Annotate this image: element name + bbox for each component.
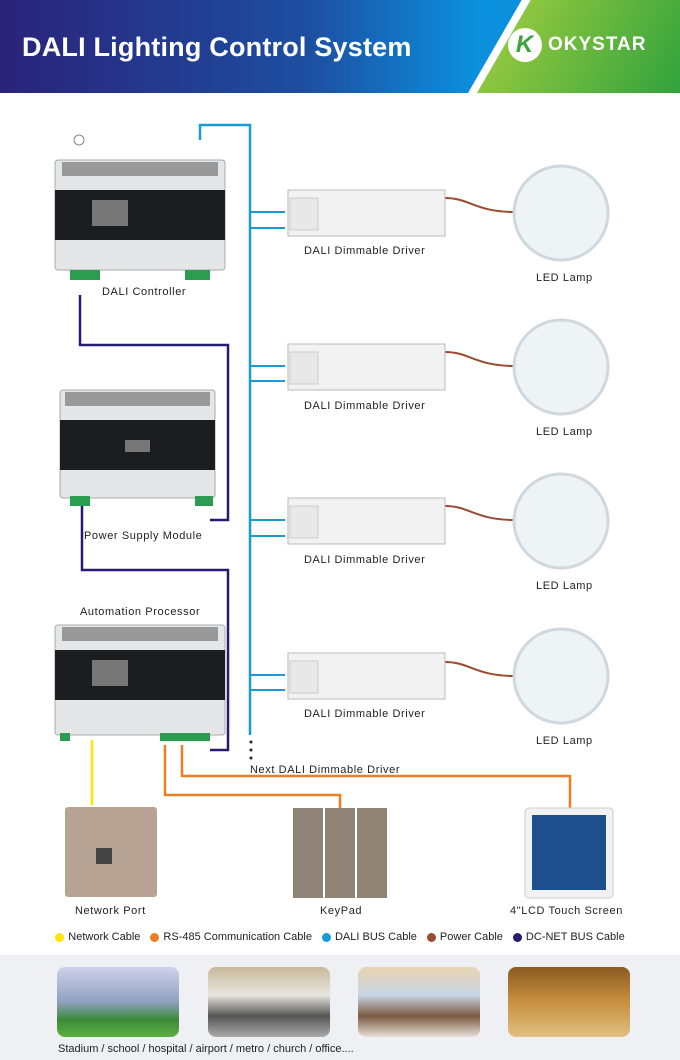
lamp-label: LED Lamp (536, 735, 593, 747)
power-cables (444, 197, 516, 677)
legend-label: RS-485 Communication Cable (163, 931, 312, 943)
legend-item: DALI BUS Cable (321, 931, 417, 943)
dali-bus-branches (250, 211, 285, 691)
legend-label: DC-NET BUS Cable (525, 931, 625, 943)
dc-net-bus-cable (78, 295, 230, 752)
page-title: DALI Lighting Control System (22, 32, 412, 62)
dali-bus-cable (198, 123, 252, 735)
led-lamp (512, 472, 610, 570)
rs485-cable-dot-icon (150, 932, 160, 942)
driver-lamp-row: DALI Dimmable Driver LED Lamp (287, 472, 610, 592)
touch-screen-device: 4"LCD Touch Screen (510, 807, 623, 917)
driver-lamp-row: DALI Dimmable Driver LED Lamp (287, 627, 610, 747)
lamp-label: LED Lamp (536, 580, 593, 592)
legend-item: DC-NET BUS Cable (512, 931, 625, 943)
automation-processor-device: Automation Processor (54, 606, 226, 741)
airport-hall-photo (358, 967, 480, 1037)
logo-k-icon: K (508, 28, 542, 62)
ethernet-port-icon (96, 848, 112, 864)
legend-label: DALI BUS Cable (334, 931, 417, 943)
driver-lamp-row: DALI Dimmable Driver LED Lamp (287, 164, 610, 284)
touch-screen-label: 4"LCD Touch Screen (510, 905, 623, 917)
automation-label: Automation Processor (80, 606, 200, 618)
header-banner: DALI Lighting Control System K OKYSTAR (0, 0, 680, 93)
dali-bus-dot-icon (321, 932, 331, 942)
power-supply-label: Power Supply Module (84, 530, 202, 542)
led-lamp (512, 627, 610, 725)
applications-caption: Stadium / school / hospital / airport / … (58, 1043, 354, 1055)
driver-label: DALI Dimmable Driver (304, 400, 425, 412)
network-port-device: Network Port (65, 807, 157, 917)
meeting-room-photo (208, 967, 330, 1037)
legend-item: Power Cable (426, 931, 503, 943)
continuation-dots (249, 740, 253, 760)
led-lamp (512, 164, 610, 262)
logo-text: OKYSTAR (548, 34, 647, 55)
lamp-label: LED Lamp (536, 426, 593, 438)
power-cable-dot-icon (426, 932, 436, 942)
brand-logo: K OKYSTAR (508, 28, 646, 62)
legend-item: Network Cable (55, 931, 140, 943)
mounting-hole-icon (73, 134, 85, 146)
hotel-lobby-photo (508, 967, 630, 1037)
driver-lamp-row: DALI Dimmable Driver LED Lamp (287, 318, 610, 438)
cable-legend: Network Cable RS-485 Communication Cable… (0, 931, 680, 943)
next-driver-label: Next DALI Dimmable Driver (250, 764, 400, 776)
controller-label: DALI Controller (102, 286, 186, 298)
driver-label: DALI Dimmable Driver (304, 708, 425, 720)
dc-net-dot-icon (512, 932, 522, 942)
legend-label: Network Cable (68, 931, 141, 943)
led-lamp (512, 318, 610, 416)
driver-label: DALI Dimmable Driver (304, 554, 425, 566)
network-port-label: Network Port (75, 905, 146, 917)
keypad-label: KeyPad (320, 905, 362, 917)
system-diagram: DALI Controller Power Supply Module Auto… (54, 123, 623, 917)
stadium-photo (57, 967, 179, 1037)
applications-band: Stadium / school / hospital / airport / … (0, 955, 680, 1060)
dali-controller-device: DALI Controller (54, 159, 226, 298)
lamp-label: LED Lamp (536, 272, 593, 284)
rs485-cable (163, 745, 572, 810)
keypad-device: KeyPad (293, 808, 387, 917)
network-cable-dot-icon (55, 932, 65, 942)
power-supply-device: Power Supply Module (59, 389, 216, 542)
driver-label: DALI Dimmable Driver (304, 245, 425, 257)
legend-item: RS-485 Communication Cable (150, 931, 312, 943)
legend-label: Power Cable (439, 931, 503, 943)
